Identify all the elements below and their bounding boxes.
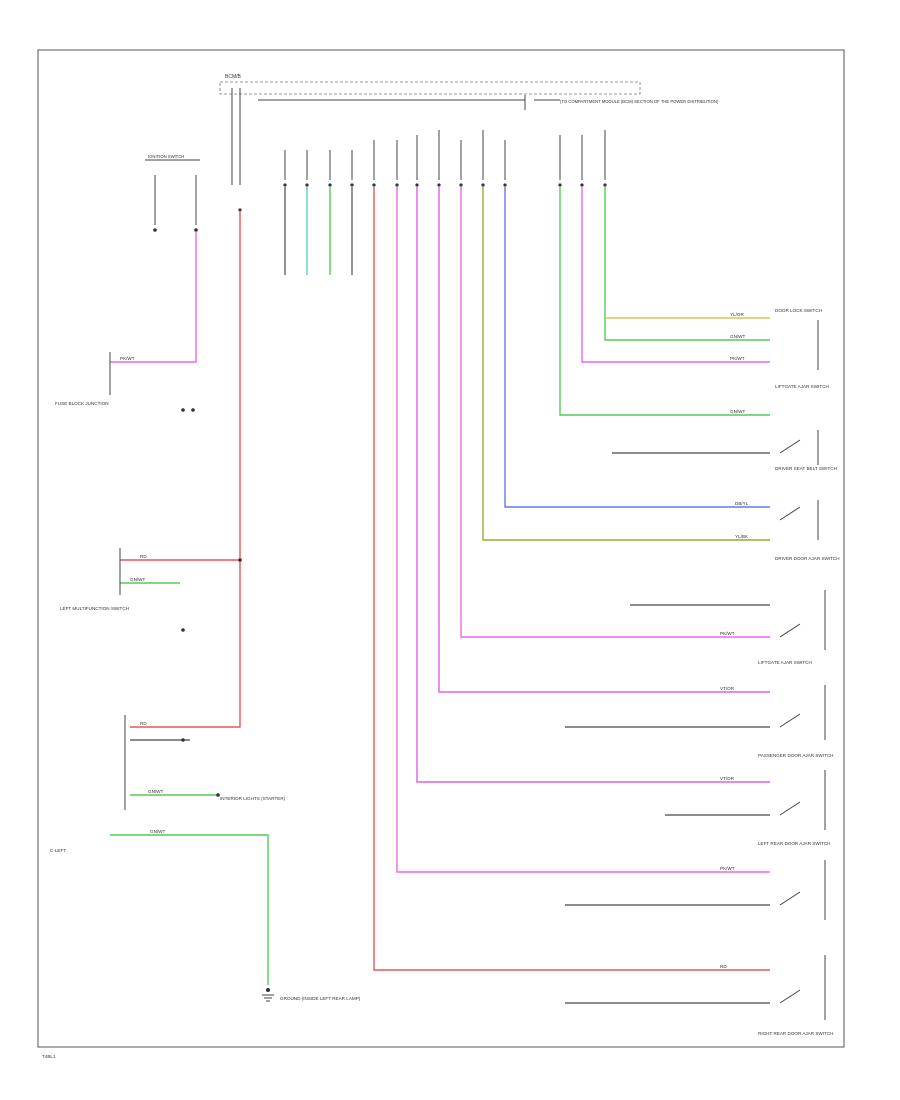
right-switches xyxy=(779,320,826,1020)
bcm-header-box xyxy=(219,81,641,95)
wire-red-main xyxy=(130,212,241,728)
wire-green-liftgate xyxy=(559,187,770,416)
left-multifunction-label: LEFT MULTIFUNCTION SWITCH xyxy=(60,606,129,611)
wire-red-rr-door xyxy=(373,187,770,971)
fuse-block-label: FUSE BLOCK JUNCTION xyxy=(55,401,109,406)
bcm-header: BCM/B (TO COMPARTMENT MODULE (BCM) SECTI… xyxy=(219,74,719,185)
svg-text:RD: RD xyxy=(140,721,147,726)
component-label-2: DRIVER SEAT BELT SWITCH xyxy=(775,466,837,471)
svg-text:PK/WT: PK/WT xyxy=(720,631,735,636)
component-label-1: LIFTGATE AJAR SWITCH xyxy=(775,384,829,389)
column-headers xyxy=(238,130,607,212)
footer-code: T4BL1 xyxy=(42,1054,56,1059)
svg-text:VT/OR: VT/OR xyxy=(720,776,735,781)
wire-pink-ignition xyxy=(110,232,197,363)
right-component-labels: DOOR LOCK SWITCH LIFTGATE AJAR SWITCH DR… xyxy=(758,308,840,1036)
component-label-5: PASSENGER DOOR AJAR SWITCH xyxy=(758,753,833,758)
svg-text:VT/OR: VT/OR xyxy=(720,686,735,691)
component-label-4: LIFTGATE AJAR SWITCH xyxy=(758,660,812,665)
ignition-switch-label: IGNITION SWITCH xyxy=(148,154,184,159)
wire-olive-door-ajar xyxy=(482,187,770,541)
ground-label: GROUND (INSIDE LEFT REAR LAMP) xyxy=(280,996,361,1001)
diagram-frame xyxy=(37,49,845,1048)
wire-pink-lr-door xyxy=(396,187,770,873)
wire-color-labels: YL/OR GN/WT PK/WT GN/WT DB/YL YL/BK PK/W… xyxy=(120,312,749,969)
ignition-switch: IGNITION SWITCH xyxy=(145,154,200,232)
svg-text:YL/BK: YL/BK xyxy=(735,534,749,539)
svg-text:PK/WT: PK/WT xyxy=(730,356,745,361)
wire-pink-door-lock xyxy=(581,187,770,363)
svg-text:DB/YL: DB/YL xyxy=(735,501,749,506)
bcm-header-label: BCM/B xyxy=(225,74,242,80)
component-label-0: DOOR LOCK SWITCH xyxy=(775,308,822,313)
svg-text:YL/OR: YL/OR xyxy=(730,312,744,317)
wire-green-lock xyxy=(604,187,770,341)
component-label-6: LEFT REAR DOOR AJAR SWITCH xyxy=(758,841,830,846)
wire-pink-driver-door xyxy=(460,187,770,638)
svg-text:RD: RD xyxy=(720,964,727,969)
component-label-3: DRIVER DOOR AJAR SWITCH xyxy=(775,556,840,561)
right-top-box-label: (TO COMPARTMENT MODULE (BCM) SECTION OF … xyxy=(560,99,719,104)
wire-magenta-liftgate xyxy=(438,187,770,693)
wire-magenta-pass-door xyxy=(416,187,770,783)
svg-text:GN/WT: GN/WT xyxy=(730,334,746,339)
svg-text:RD: RD xyxy=(140,554,147,559)
bottom-left-label: C-LEFT xyxy=(50,848,66,853)
wire-green-ground xyxy=(110,834,269,985)
svg-text:GN/WT: GN/WT xyxy=(150,829,166,834)
svg-text:GN/WT: GN/WT xyxy=(148,789,164,794)
wire-blue-seatbelt xyxy=(504,187,770,508)
bottom-module-label: INTERIOR LIGHTS (STARTER) xyxy=(220,796,286,801)
component-label-7: RIGHT REAR DOOR AJAR SWITCH xyxy=(758,1031,833,1036)
left-modules: FUSE BLOCK JUNCTION LEFT MULTIFUNCTION S… xyxy=(50,352,361,1002)
svg-text:PK/WT: PK/WT xyxy=(720,866,735,871)
svg-text:PK/WT: PK/WT xyxy=(120,356,135,361)
svg-text:GN/WT: GN/WT xyxy=(130,577,146,582)
svg-text:GN/WT: GN/WT xyxy=(730,409,746,414)
